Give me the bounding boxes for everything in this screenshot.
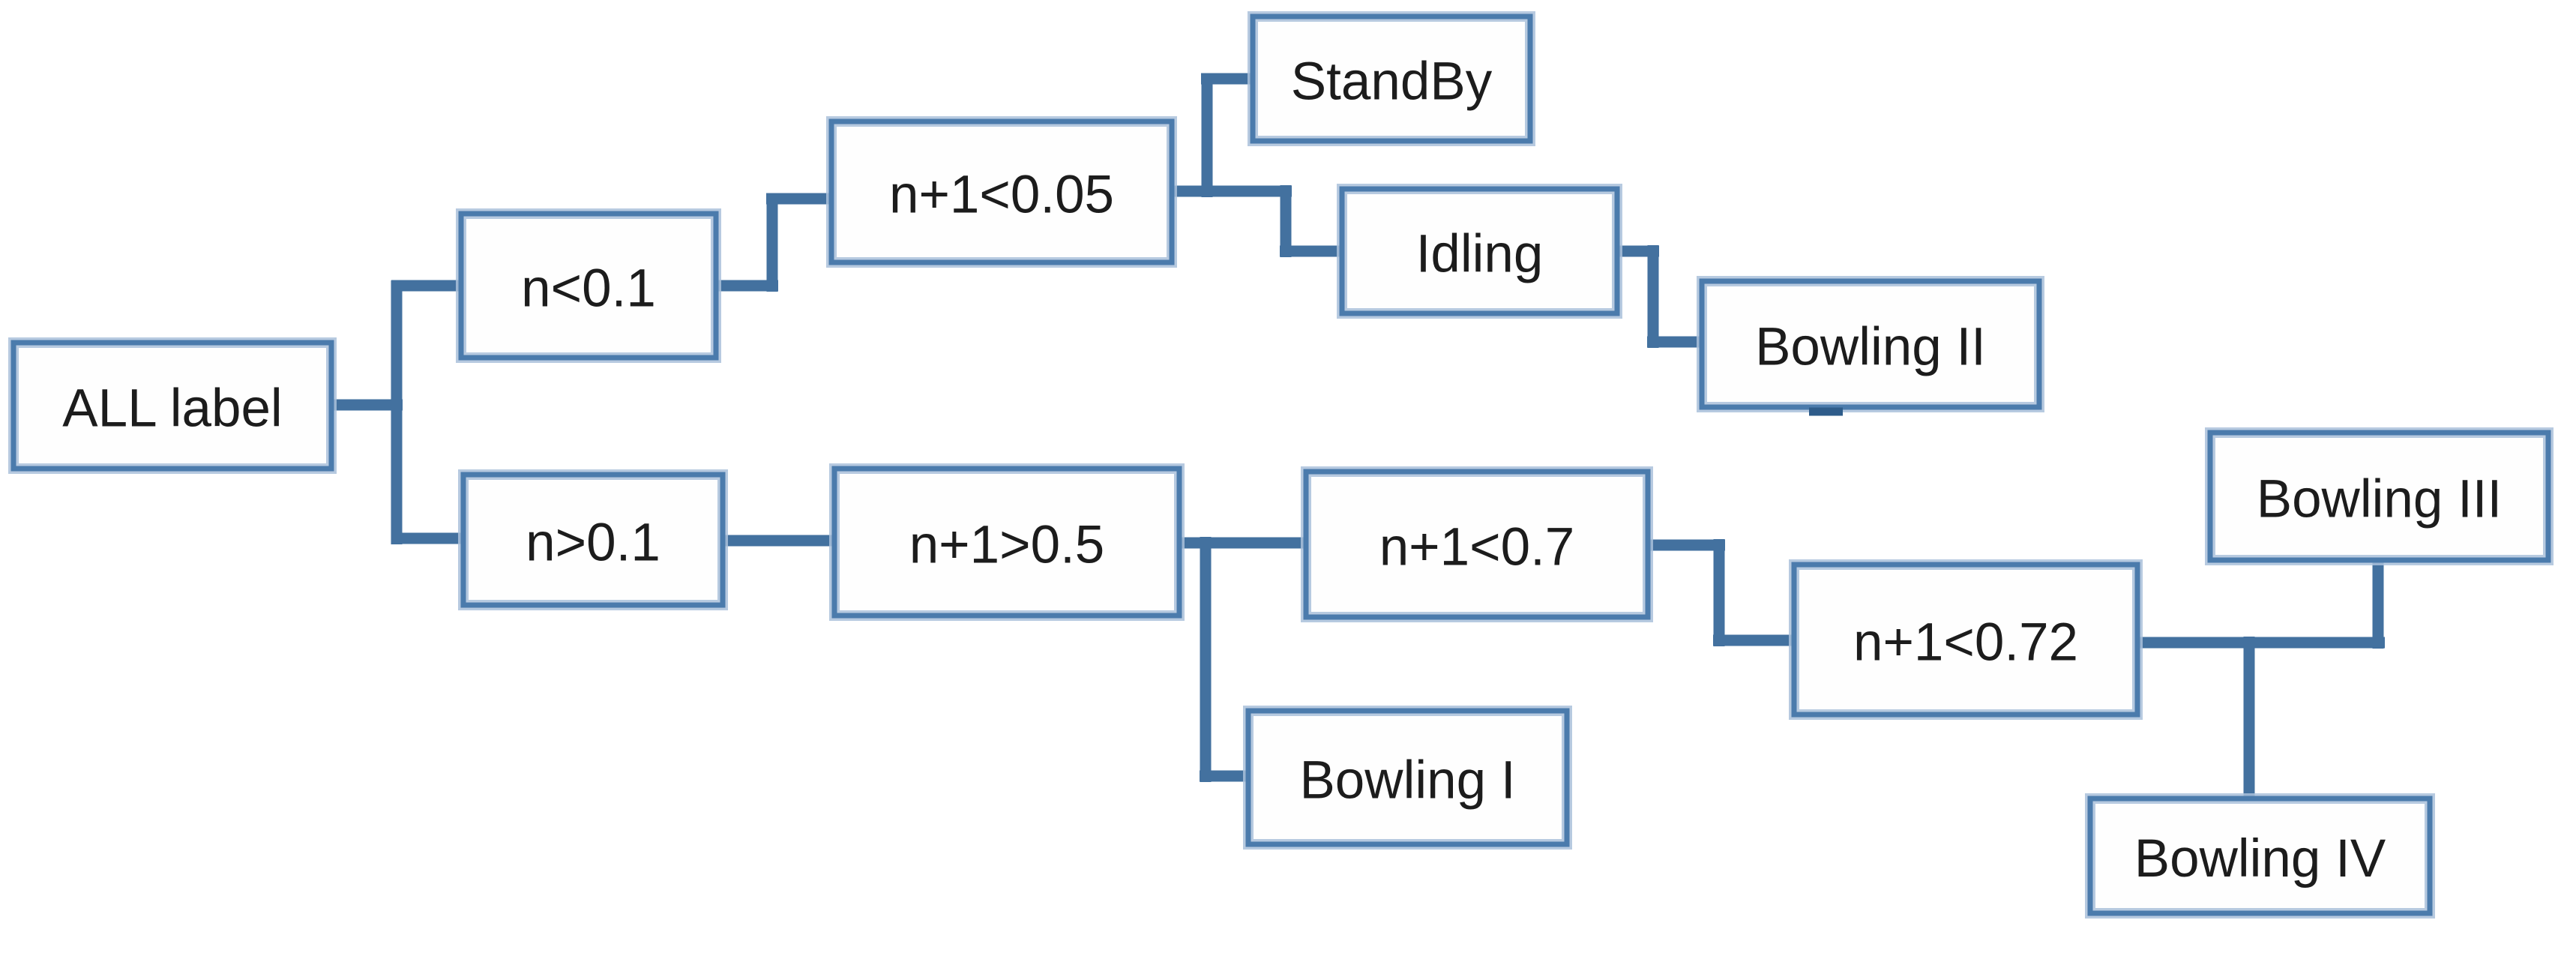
node-label: n<0.1 [521,259,656,319]
node-box [1699,278,2042,410]
node-box [2207,430,2551,563]
node-fill [1702,281,2039,407]
node-box [458,211,719,361]
node-fill [1342,189,1617,313]
node-fill [463,475,723,605]
connector-layer [331,73,2385,799]
node-label: Bowling II [1755,318,1986,377]
node-n1-lt-07: n+1<0.7 [1301,466,1653,622]
node-label: n+1<0.72 [1853,613,2078,673]
node-fill [1253,16,1530,141]
node-fill [1248,711,1567,844]
node-label: Idling [1416,225,1544,284]
node-layer: ALL label n<0.1 n+1<0.05 StandByIdlingBowli… [8,11,2554,919]
node-box [2087,796,2433,916]
node-box [10,340,334,472]
node-n1-lt-005: n+1<0.05 [826,116,1177,268]
node-box [1339,186,1620,316]
node-fill [13,343,331,469]
node-n1-lt-072: n+1<0.72 [1789,559,2143,720]
node-label: Bowling I [1299,751,1515,811]
node-bowling-iii: Bowling III [2205,427,2554,565]
node-label: Bowling III [2257,470,2503,529]
node-box [1791,562,2140,718]
node-n1-gt-05: n+1>0.5 [829,463,1185,621]
node-box [1250,13,1533,144]
node-label: n+1>0.5 [909,516,1105,575]
node-fill [831,121,1172,262]
node-label: n+1<0.05 [889,166,1114,225]
node-box [831,466,1182,619]
node-idling: Idling [1337,184,1622,319]
node-box [1245,708,1570,847]
node-n-lt-01: n<0.1 [456,208,721,363]
node-label: n+1<0.7 [1379,518,1575,577]
node-bowling-iv: Bowling IV [2085,793,2435,919]
node-standby: StandBy [1248,11,1535,146]
node-fill [1794,565,2137,715]
node-fill [461,214,716,358]
node-label: Bowling IV [2134,829,2386,889]
node-fill [834,469,1179,616]
node-label: n>0.1 [526,514,660,573]
node-fill [2210,433,2548,560]
node-fill [1306,472,1648,617]
node-box [460,472,726,608]
node-bowling-ii: Bowling II [1697,276,2044,412]
node-bowling-i: Bowling I [1243,706,1572,850]
node-box [828,118,1175,265]
node-all-label: ALL label [8,337,337,474]
node-label: StandBy [1291,52,1493,112]
node-label: ALL label [62,379,282,439]
node-fill [2090,799,2430,913]
node-box [1303,469,1651,620]
node-n-gt-01: n>0.1 [458,469,728,610]
